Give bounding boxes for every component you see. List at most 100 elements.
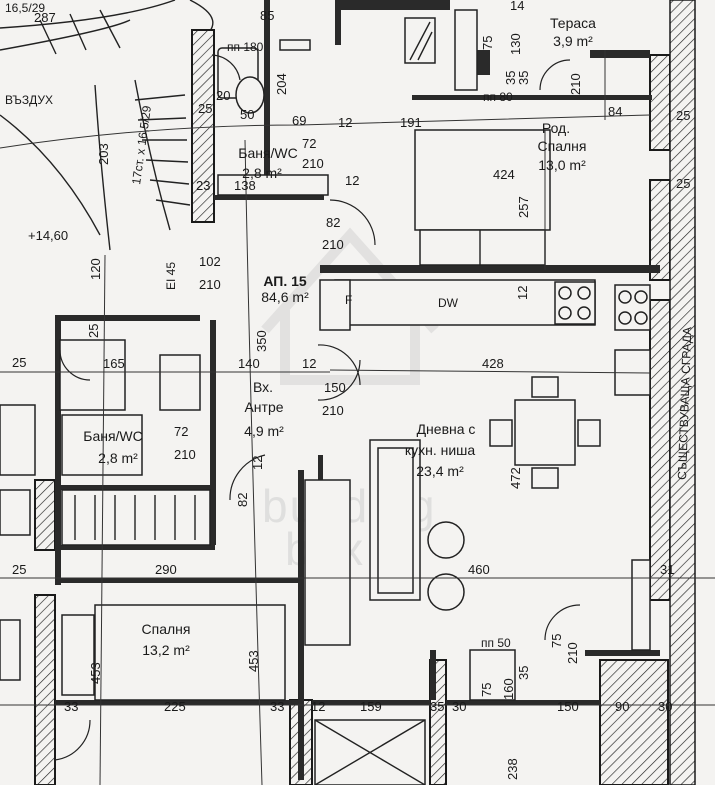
dim-290: 290 — [155, 562, 177, 577]
pp-80-label: пп 80 — [483, 90, 513, 104]
dim-150b: 150 — [557, 699, 579, 714]
dim-35a: 35 — [503, 71, 518, 85]
dim-75b: 75 — [549, 634, 564, 648]
dim-238: 238 — [505, 758, 520, 780]
parents-bedroom-furniture — [414, 129, 551, 266]
apartment-area: 84,6 m² — [261, 289, 309, 305]
dim-30: 30 — [452, 699, 466, 714]
bath-top-area: 2,8 m² — [242, 165, 282, 181]
dim-138: 138 — [234, 178, 256, 193]
dim-424: 424 — [493, 167, 515, 182]
fridge-label: F — [345, 293, 352, 307]
dim-14: 14 — [510, 0, 524, 13]
wardrobe-left — [0, 489, 211, 546]
dim-20: 20 — [216, 88, 230, 103]
dim-453a: 453 — [88, 662, 103, 684]
dim-90: 90 — [615, 699, 629, 714]
entrance-name-1: Вх. — [253, 379, 273, 395]
terrace-name: Тераса — [550, 15, 596, 31]
dim-210c: 210 — [322, 237, 344, 252]
dim-140: 140 — [238, 356, 260, 371]
dim-210a: 210 — [568, 73, 583, 95]
dim-12e: 12 — [345, 173, 359, 188]
bath-left-fixtures — [0, 339, 201, 476]
dim-12d: 12 — [311, 699, 325, 714]
living-name-2: кухн. ниша — [405, 442, 476, 458]
dim-350: 350 — [254, 330, 269, 352]
dim-130: 130 — [508, 33, 523, 55]
dim-460: 460 — [468, 562, 490, 577]
dim-472: 472 — [508, 467, 523, 489]
doors — [54, 54, 581, 761]
dim-225: 225 — [164, 699, 186, 714]
dim-12b: 12 — [515, 286, 530, 300]
dimension-labels: 287 85 14 75 130 210 35 35 204 20 25 50 … — [12, 0, 690, 780]
level-label: +14,60 — [28, 228, 68, 243]
dim-210g: 210 — [565, 642, 580, 664]
dim-150: 150 — [324, 380, 346, 395]
dim-35c: 35 — [430, 699, 444, 714]
entrance-area: 4,9 m² — [244, 423, 284, 439]
parents-bedroom-name-2: Спалня — [538, 138, 587, 154]
dim-72b: 72 — [174, 424, 188, 439]
dim-85: 85 — [260, 8, 274, 23]
dim-25e: 25 — [12, 355, 26, 370]
dim-25d: 25 — [86, 324, 101, 338]
dim-191: 191 — [400, 115, 422, 130]
stairs-top-label: 16,5/29 — [5, 1, 45, 15]
dim-35d: 35 — [516, 666, 531, 680]
dimension-lines — [0, 50, 715, 785]
dim-82a: 82 — [326, 215, 340, 230]
dim-210b: 210 — [302, 156, 324, 171]
dim-428: 428 — [482, 356, 504, 371]
dining-table — [489, 376, 601, 489]
pp-50-label: пп 50 — [481, 636, 511, 650]
bed — [0, 604, 286, 701]
living-name-1: Дневна с — [417, 421, 476, 437]
dim-210e: 210 — [322, 403, 344, 418]
dim-257: 257 — [516, 196, 531, 218]
dim-82b: 82 — [235, 493, 250, 507]
parents-bedroom-area: 13,0 m² — [538, 157, 586, 173]
dim-75a: 75 — [480, 36, 495, 50]
dim-102: 102 — [199, 254, 221, 269]
dim-160: 160 — [501, 678, 516, 700]
dishwasher-label: DW — [438, 296, 459, 310]
dim-203: 203 — [96, 143, 111, 165]
shaft-bottom — [314, 649, 516, 785]
dim-23: 23 — [196, 178, 210, 193]
dim-12a: 12 — [338, 115, 352, 130]
dim-69: 69 — [292, 113, 306, 128]
dim-165: 165 — [103, 356, 125, 371]
terrace-area: 3,9 m² — [553, 33, 593, 49]
stairs-label: 17ст. x 16,5/29 — [129, 104, 154, 185]
dim-210d: 210 — [199, 277, 221, 292]
bath-left-area: 2,8 m² — [98, 450, 138, 466]
entrance-name-2: Антре — [244, 399, 283, 415]
dim-50: 50 — [240, 107, 254, 122]
bath-left-name: Баня/WC — [83, 428, 143, 444]
dim-33b: 33 — [270, 699, 284, 714]
dim-25-b: 25 — [12, 562, 26, 577]
dim-72a: 72 — [302, 136, 316, 151]
fire-rating-label: EI 45 — [164, 262, 178, 290]
dim-84: 84 — [608, 104, 622, 119]
existing-building-label: СЪЩЕСТВУВАЩА СГРАДА — [675, 327, 694, 480]
dim-204: 204 — [274, 73, 289, 95]
dim-12c: 12 — [302, 356, 316, 371]
terrace-fixtures — [404, 9, 478, 91]
apartment-label: АП. 15 — [263, 273, 307, 289]
dim-31: 31 — [660, 562, 674, 577]
living-furniture — [304, 439, 651, 651]
pp-top-label: пп 180 — [227, 40, 264, 54]
dim-453b: 453 — [246, 650, 261, 672]
dim-210f: 210 — [174, 447, 196, 462]
dim-33a: 33 — [64, 699, 78, 714]
dim-25a: 25 — [198, 101, 212, 116]
dim-30b: 30 — [658, 699, 672, 714]
dim-12f: 12 — [250, 456, 265, 470]
dim-35b: 35 — [516, 71, 531, 85]
dim-159: 159 — [360, 699, 382, 714]
dim-25c: 25 — [676, 176, 690, 191]
